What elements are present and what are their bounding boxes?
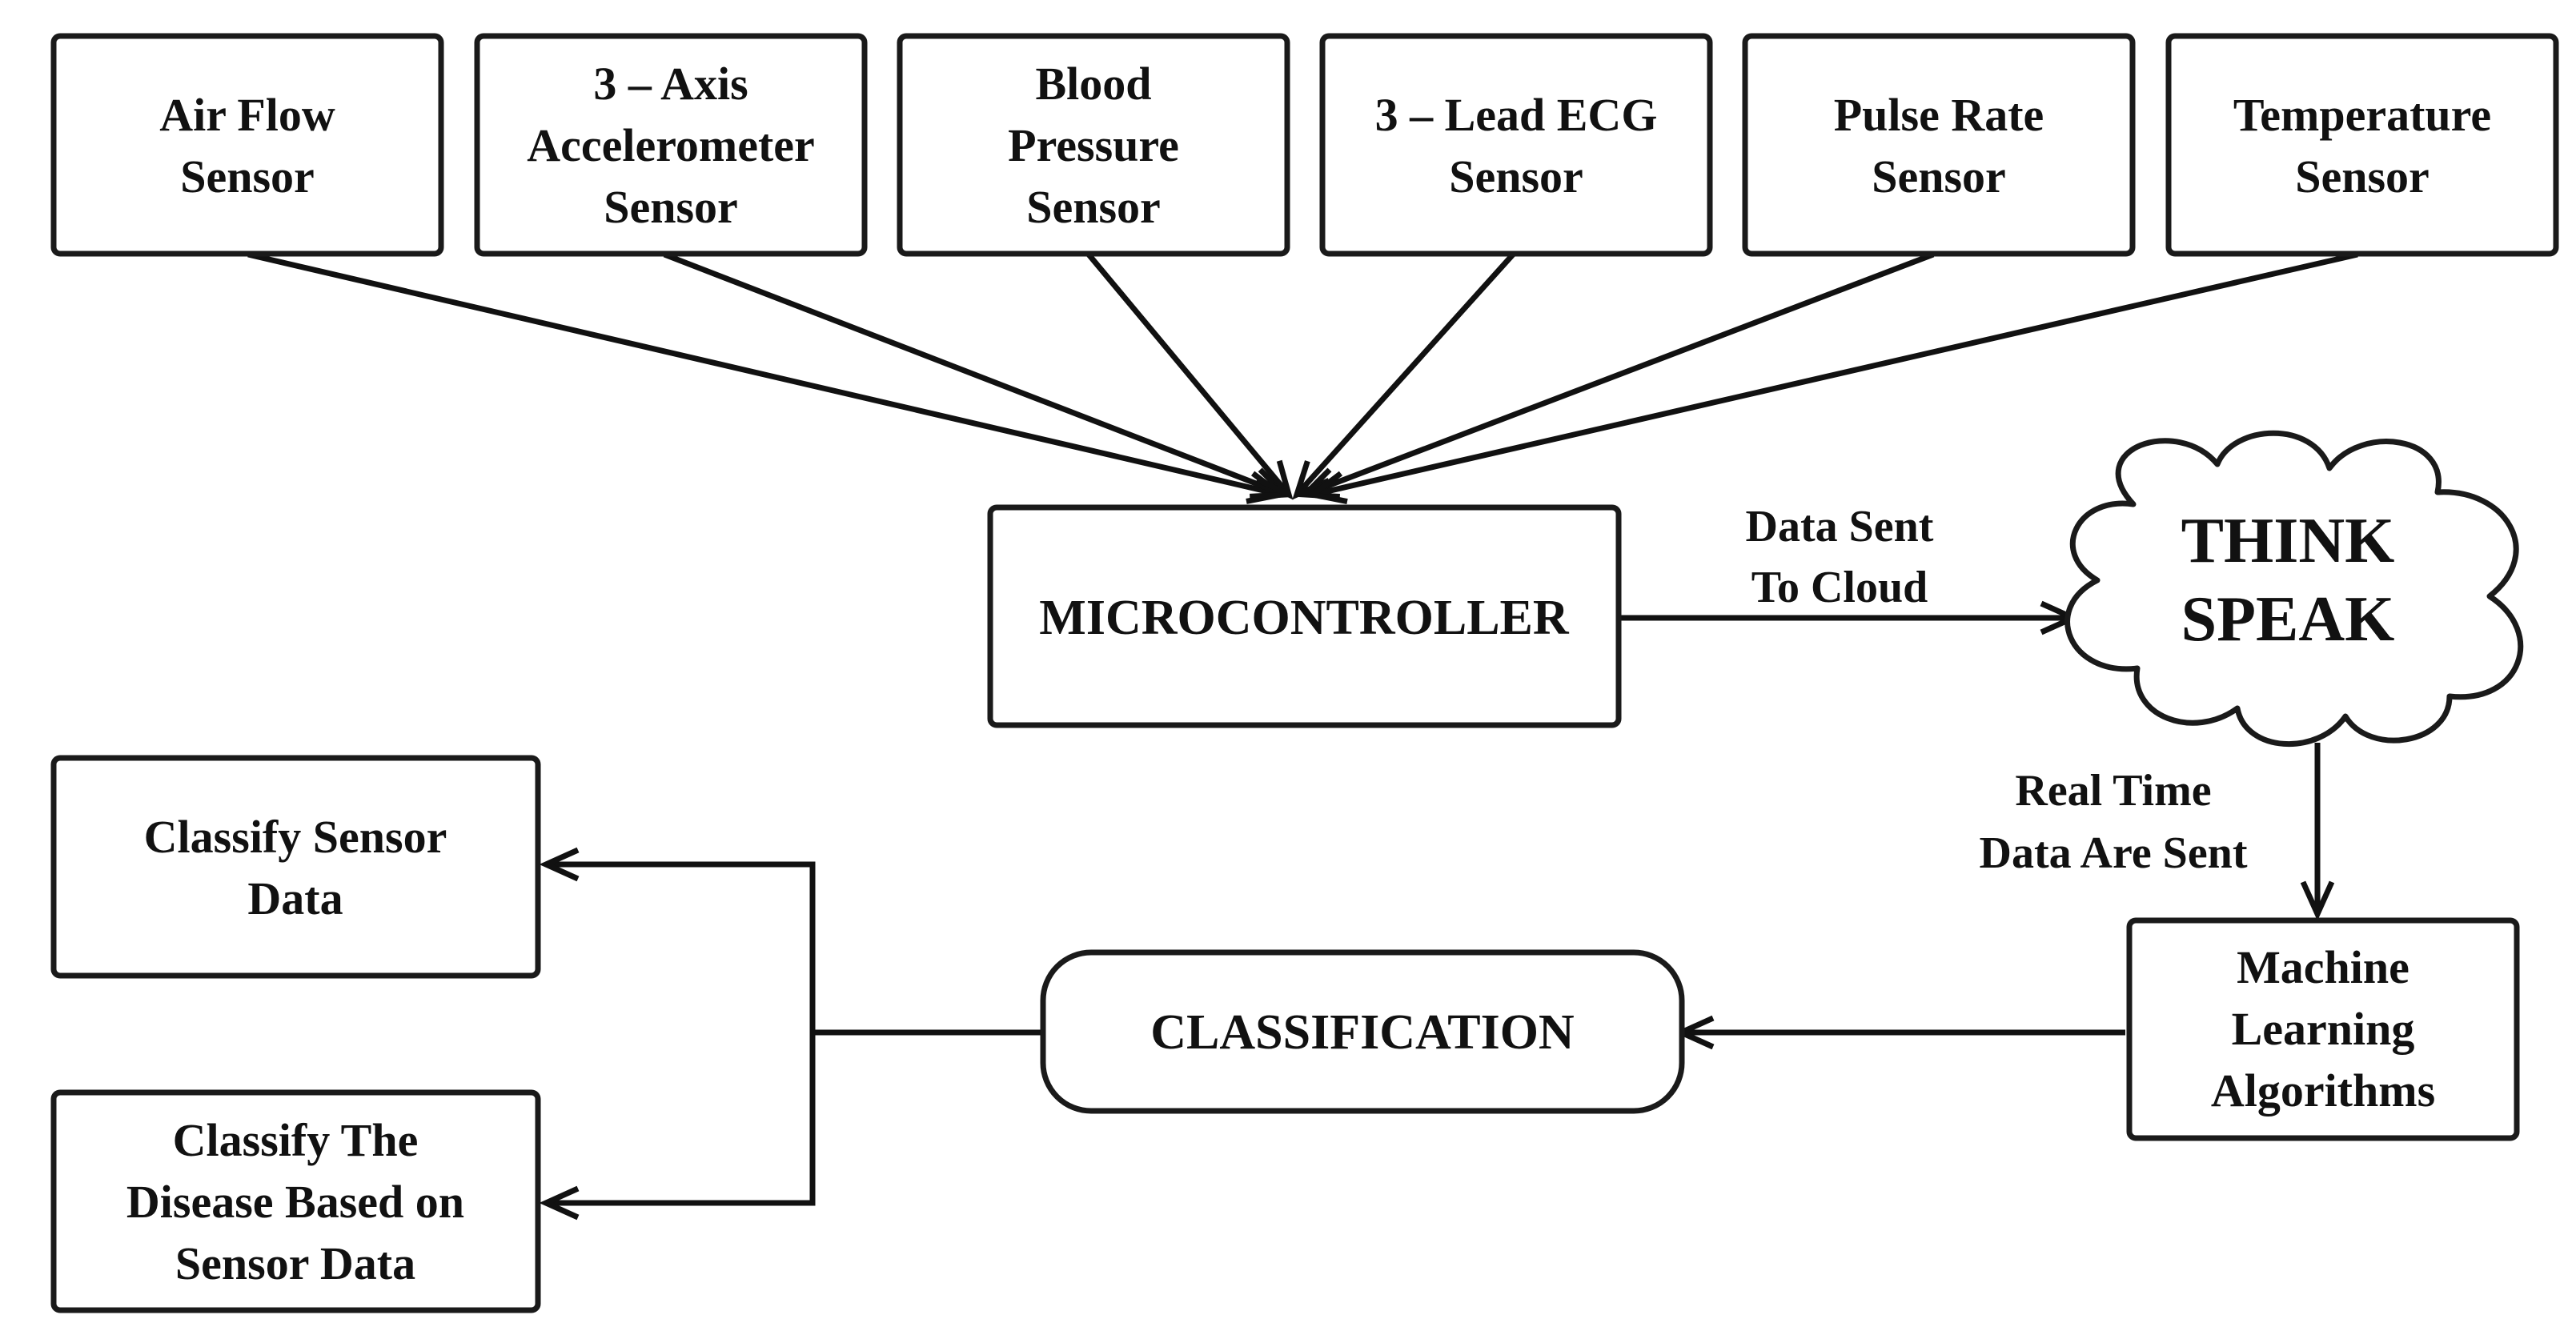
edge-blood-pressure-to-microcontroller [1086, 252, 1294, 500]
classification-box: CLASSIFICATION [1040, 949, 1685, 1114]
edge-label-to-cloud-line1: Data Sent [1746, 502, 1934, 551]
edge-split-to-classify-disease [539, 864, 816, 1221]
cloud-line2: SPEAK [2181, 584, 2395, 655]
edge-label-real-time: Real Time Data Are Sent [1980, 766, 2248, 878]
sensor-temperature-box: Temperature Sensor [2165, 33, 2559, 257]
sensor-accelerometer-line2: Accelerometer [527, 119, 815, 171]
sensor-temperature-line1: Temperature [2233, 89, 2491, 141]
sensor-pulse-line1: Pulse Rate [1834, 89, 2044, 141]
classify-disease-line3: Sensor Data [175, 1237, 415, 1289]
sensor-ecg-line2: Sensor [1449, 150, 1583, 202]
sensor-ecg-box: 3 – Lead ECG Sensor [1319, 33, 1713, 257]
sensor-accelerometer-line3: Sensor [604, 181, 738, 233]
sensor-accelerometer-box: 3 – Axis Accelerometer Sensor [474, 33, 868, 257]
cloud-shape [2064, 430, 2524, 748]
sensor-blood-pressure-line1: Blood [1035, 58, 1151, 110]
sensor-airflow-line2: Sensor [180, 150, 315, 202]
microcontroller-label: MICROCONTROLLER [1039, 591, 1570, 645]
sensor-airflow-box: Air Flow Sensor [50, 33, 444, 257]
sensor-pulse-line2: Sensor [1872, 150, 2006, 202]
edge-label-real-time-line2: Data Are Sent [1980, 828, 2248, 878]
edge-ecg-to-microcontroller [1292, 252, 1515, 500]
classify-sensor-box: Classify Sensor Data [50, 755, 541, 979]
microcontroller-box: MICROCONTROLLER [987, 504, 1622, 728]
sensor-blood-pressure-box: Blood Pressure Sensor [897, 33, 1290, 257]
edge-split-to-classify-sensor [539, 847, 816, 1201]
sensor-accelerometer-line1: 3 – Axis [593, 58, 748, 110]
ml-line1: Machine [2237, 941, 2409, 993]
sensor-ecg-line1: 3 – Lead ECG [1375, 89, 1658, 141]
classify-disease-box: Classify The Disease Based on Sensor Dat… [50, 1089, 541, 1313]
cloud-line1: THINK [2181, 506, 2395, 576]
classification-label: CLASSIFICATION [1150, 1005, 1574, 1060]
sensor-temperature-line2: Sensor [2295, 150, 2430, 202]
edge-label-real-time-line1: Real Time [2015, 766, 2211, 816]
edge-pulse-to-microcontroller [1298, 251, 1935, 500]
edge-airflow-to-microcontroller [247, 251, 1288, 504]
sensor-blood-pressure-line2: Pressure [1008, 119, 1179, 171]
edge-label-to-cloud-line2: To Cloud [1751, 563, 1928, 612]
edge-label-to-cloud: Data Sent To Cloud [1746, 502, 1934, 612]
edge-temperature-to-microcontroller [1306, 251, 2358, 505]
think-speak-cloud: THINK SPEAK [2064, 430, 2524, 748]
edges [247, 251, 2358, 1221]
classify-disease-line2: Disease Based on [126, 1176, 464, 1228]
ml-line2: Learning [2232, 1003, 2415, 1055]
classify-sensor-line2: Data [247, 872, 343, 924]
sensor-pulse-box: Pulse Rate Sensor [1742, 33, 2136, 257]
classify-disease-line1: Classify The [173, 1114, 419, 1166]
sensor-airflow-line1: Air Flow [159, 89, 335, 141]
sensor-blood-pressure-line3: Sensor [1026, 181, 1161, 233]
edge-accelerometer-to-microcontroller [663, 251, 1291, 499]
classify-sensor-line1: Classify Sensor [144, 811, 447, 863]
ml-algorithms-box: Machine Learning Algorithms [2126, 917, 2520, 1141]
ml-line3: Algorithms [2211, 1064, 2435, 1117]
